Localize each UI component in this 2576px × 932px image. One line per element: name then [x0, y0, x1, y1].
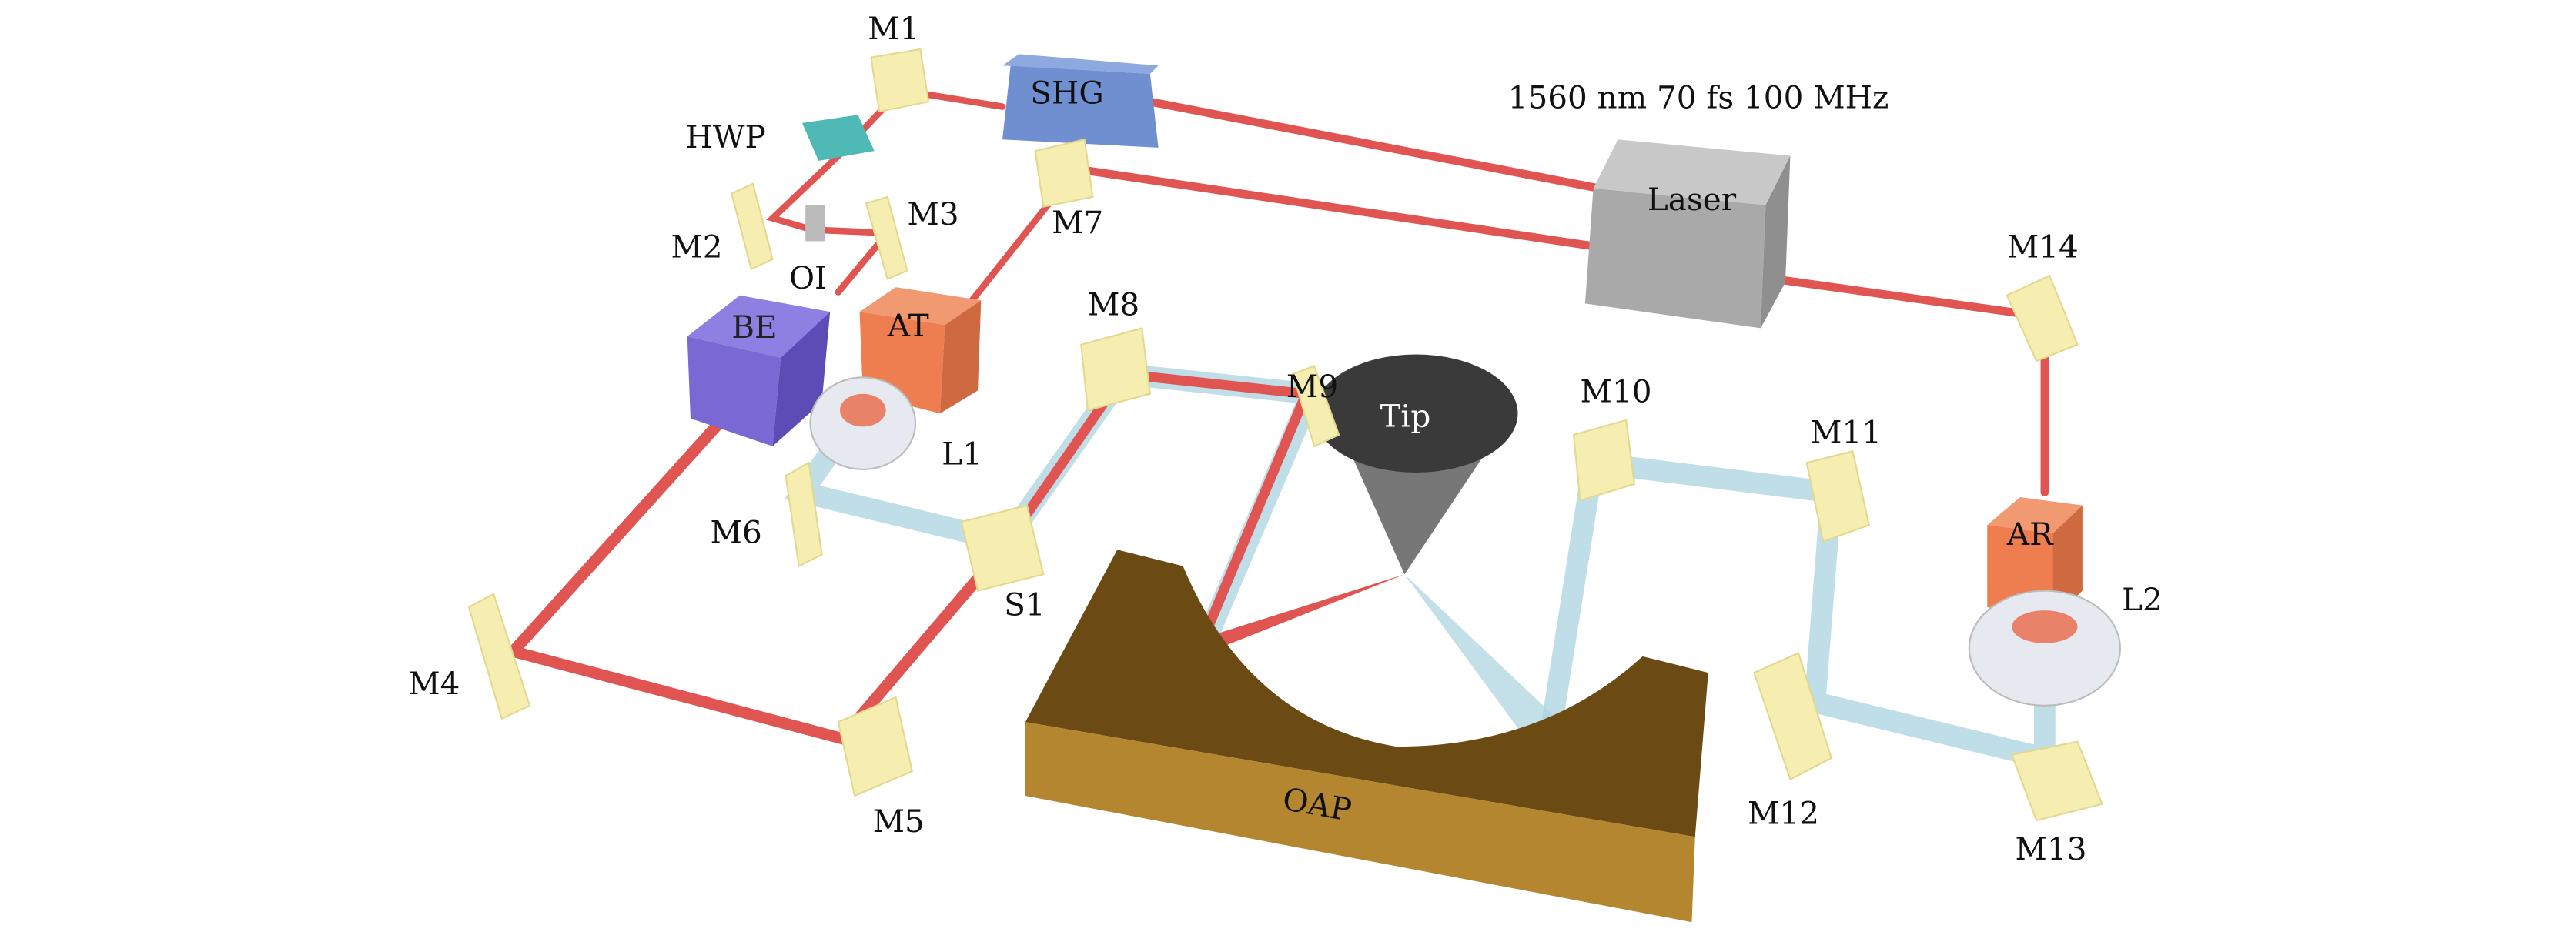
lens-l2: L2 — [1968, 581, 2163, 707]
m1-label: M1 — [868, 10, 919, 47]
at-label: AT — [887, 307, 929, 344]
l2-label: L2 — [2122, 581, 2163, 618]
mirror-labels: M1 M2 M3 M7 M8 M9 M10 M11 M14 M6 S1 M4 M… — [408, 10, 2086, 867]
mirror-m2 — [730, 182, 774, 271]
mirror-m14 — [2006, 274, 2079, 362]
mirror-m7 — [1034, 138, 1094, 208]
m10-label: M10 — [1581, 372, 1652, 409]
laser-spec: 1560 nm 70 fs 100 MHz — [1508, 79, 1889, 116]
m4-label: M4 — [408, 665, 460, 702]
mirrors — [467, 48, 2103, 822]
mirror-m9 — [1292, 365, 1340, 448]
mirror-m11 — [1805, 450, 1870, 543]
mirror-m12 — [1753, 652, 1832, 781]
shg-label: SHG — [1030, 74, 1103, 111]
ar-box: AR — [1987, 497, 2083, 620]
tip: Tip — [1314, 354, 1518, 575]
mirror-m5 — [837, 696, 913, 797]
mirror-m6 — [785, 461, 823, 568]
mirror-m4 — [467, 593, 531, 720]
m14-label: M14 — [2007, 229, 2079, 266]
m3-label: M3 — [907, 195, 958, 232]
focused-beam — [1207, 574, 1405, 649]
ar-label: AR — [2006, 516, 2054, 553]
s1-label: S1 — [1004, 586, 1045, 623]
m7-label: M7 — [1052, 204, 1103, 241]
lens-l1: L1 — [809, 376, 982, 472]
l1-label: L1 — [942, 435, 982, 472]
mirror-s1 — [960, 504, 1045, 592]
red-beams — [502, 86, 2049, 745]
tip-label: Tip — [1380, 397, 1430, 434]
shg-crystal: SHG — [1002, 54, 1159, 148]
scattered-beam — [1404, 574, 1561, 730]
m13-label: M13 — [2015, 830, 2086, 867]
m9-label: M9 — [1286, 368, 1338, 405]
m5-label: M5 — [873, 803, 925, 840]
mirror-m8 — [1080, 327, 1152, 412]
m8-label: M8 — [1088, 286, 1139, 322]
be-label: BE — [731, 309, 777, 346]
mirror-m10 — [1572, 419, 1636, 502]
hwp-label: HWP — [686, 119, 766, 155]
oap-mirror: OAP — [1025, 550, 1708, 923]
mirror-m3 — [865, 195, 908, 280]
m2-label: M2 — [671, 229, 722, 266]
m12-label: M12 — [1748, 794, 1819, 831]
m6-label: M6 — [711, 514, 762, 551]
mirror-m13 — [2010, 740, 2103, 822]
oi-label: OI — [789, 259, 827, 296]
mirror-m1 — [870, 48, 930, 113]
laser-label: Laser — [1648, 181, 1737, 218]
half-wave-plate: HWP — [686, 115, 875, 161]
laser-box: Laser — [1584, 139, 1791, 329]
optical-isolator: OI — [789, 205, 827, 296]
beam-expander: BE — [687, 295, 831, 446]
m11-label: M11 — [1810, 414, 1882, 451]
